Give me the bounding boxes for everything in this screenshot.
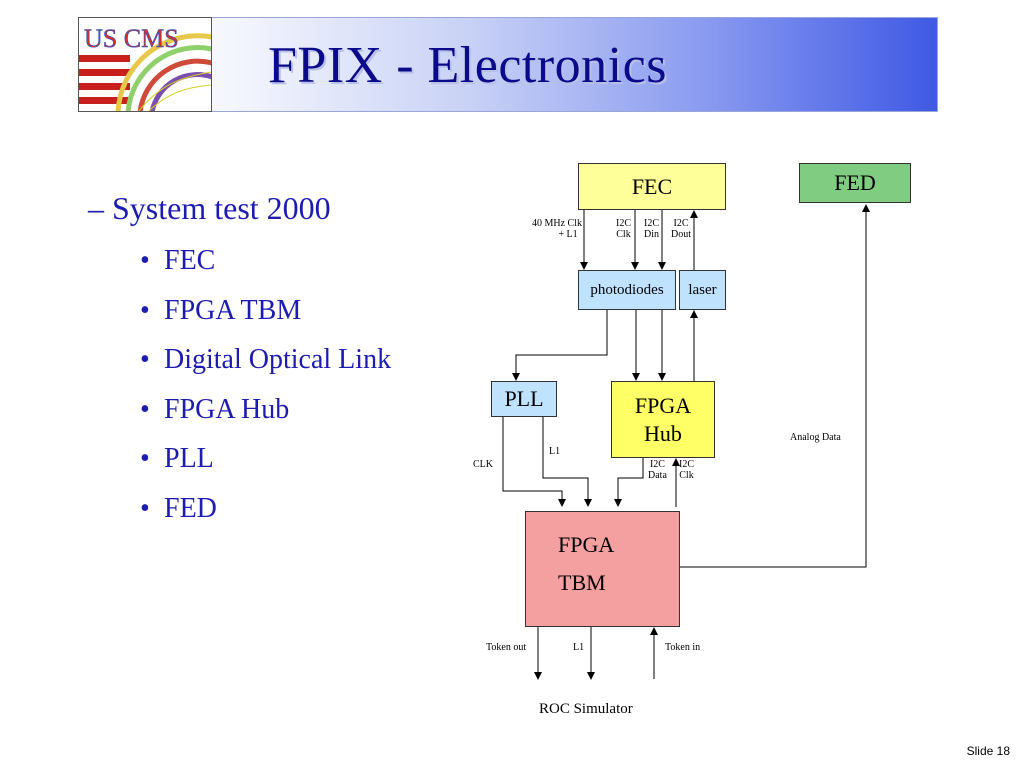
slide-number-value: 18 <box>996 744 1010 758</box>
l1-bottom-label: L1 <box>573 642 585 653</box>
i2c-din-label: I2C Din <box>644 218 659 240</box>
fec-box: FEC <box>578 163 726 210</box>
label-line: I2C <box>644 218 659 229</box>
fpga-hub-line1: FPGA <box>634 392 692 418</box>
l1-pll-label: L1 <box>549 446 561 457</box>
label-line: Data <box>648 470 667 481</box>
label-line: I2C <box>616 218 631 229</box>
fpga-tbm-line1: FPGA <box>558 532 615 557</box>
list-item: • FED <box>140 492 391 542</box>
clk-l1-label: 40 MHz Clk + L1 <box>532 218 582 240</box>
uscms-logo: US CMS <box>78 17 212 112</box>
list-item-text: FPGA TBM <box>164 294 302 326</box>
list-item-text: PLL <box>164 443 214 474</box>
slide-title: FPIX - Electronics <box>268 37 667 94</box>
photodiodes-box: photodiodes <box>578 270 676 310</box>
list-item: • FPGA TBM <box>140 294 391 344</box>
svg-text:US CMS: US CMS <box>84 24 179 53</box>
diagram-connectors <box>502 204 870 680</box>
i2c-dout-label: I2C Dout <box>671 218 691 240</box>
bullet-dot: • <box>140 443 150 474</box>
list-item: • FEC <box>140 244 391 294</box>
analog-data-label: Analog Data <box>790 432 841 443</box>
pll-box: PLL <box>491 381 557 417</box>
label-line: Din <box>644 229 659 240</box>
list-item-text: Digital Optical Link <box>164 344 392 375</box>
fpga-tbm-line2: TBM <box>558 570 606 595</box>
hub-i2c-data-label: I2C Data <box>648 459 667 481</box>
list-item-text: FED <box>164 492 217 524</box>
fpga-hub-box: FPGA Hub <box>611 381 715 458</box>
label-line: Clk <box>679 470 694 481</box>
i2c-clk-label: I2C Clk <box>616 218 631 240</box>
label-line: I2C <box>649 459 665 470</box>
label-line: Dout <box>671 229 691 240</box>
bullet-dot: • <box>140 492 150 524</box>
token-in-label: Token in <box>665 642 701 653</box>
list-item-text: FPGA Hub <box>164 393 290 425</box>
bullet-dot: • <box>140 393 150 425</box>
fpga-tbm-box: FPGA TBM <box>525 511 680 627</box>
slide-number: Slide 18 <box>967 744 1010 758</box>
token-out-label: Token out <box>486 642 527 653</box>
bullet-list: • FEC • FPGA TBM • Digital Optical Link • FP… <box>140 244 391 541</box>
label-line: I2C <box>679 459 694 470</box>
clk-label: CLK <box>473 459 493 470</box>
bullet-dot: • <box>140 344 150 375</box>
fpga-hub-line2: Hub <box>644 420 682 446</box>
laser-box: laser <box>679 270 726 310</box>
list-item: • FPGA Hub <box>140 393 391 443</box>
label-line: 40 MHz Clk <box>532 218 582 229</box>
block-diagram: FEC FED photodiodes laser PLL FPGA Hub F… <box>465 155 925 730</box>
list-item: • PLL <box>140 442 391 492</box>
roc-simulator-label: ROC Simulator <box>539 701 633 717</box>
bullet-dot: • <box>140 245 150 276</box>
slide-label: Slide <box>966 744 994 758</box>
title-banner <box>78 17 938 112</box>
sub-heading: – System test 2000 <box>88 190 331 226</box>
hub-i2c-clk-label: I2C Clk <box>679 459 694 481</box>
list-item-text: FEC <box>164 245 216 276</box>
fed-box: FED <box>799 163 911 203</box>
label-line: + L1 <box>558 229 578 240</box>
label-line: I2C <box>673 218 689 229</box>
label-line: Clk <box>616 229 631 240</box>
bullet-dot: • <box>140 294 150 326</box>
list-item: • Digital Optical Link <box>140 343 391 393</box>
